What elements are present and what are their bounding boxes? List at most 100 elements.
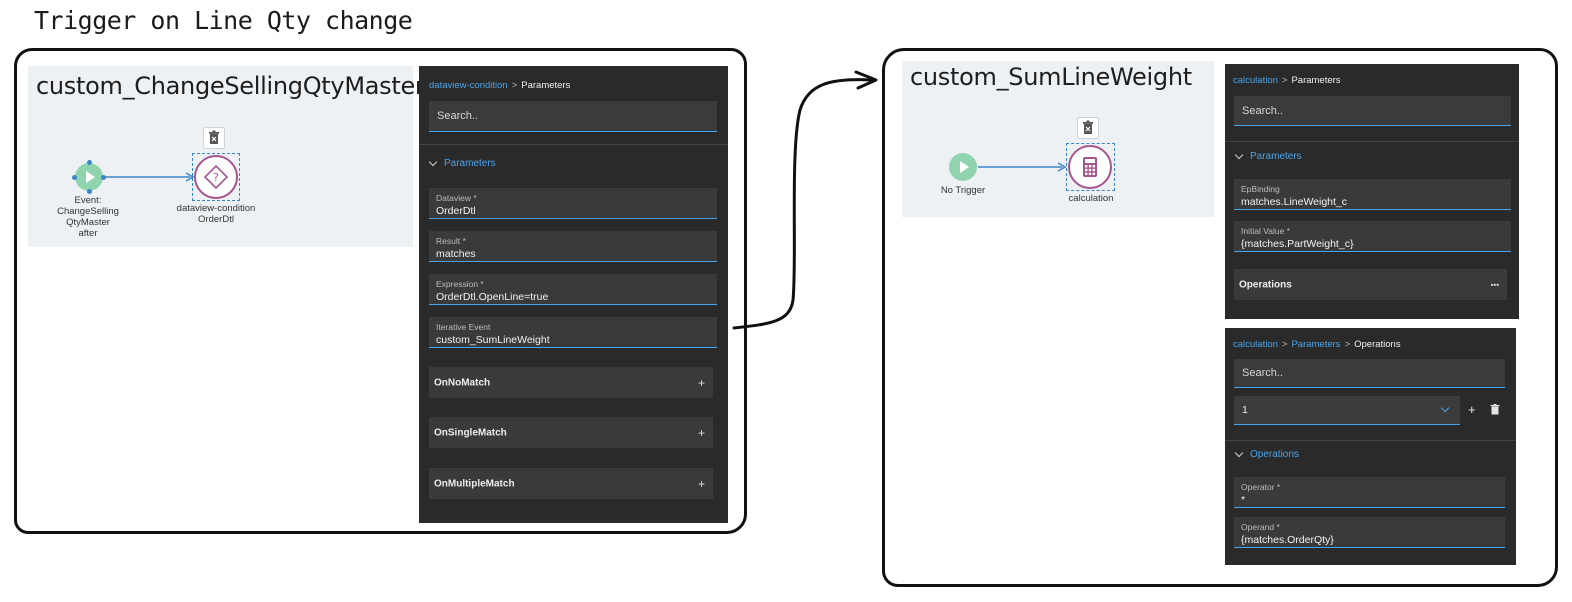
select-value: 1 <box>1242 404 1248 416</box>
trash-icon <box>209 130 219 144</box>
workflow-title: custom_ChangeSellingQtyMaster <box>36 72 425 100</box>
chevron-down-icon <box>428 157 438 166</box>
chevron-down-icon <box>1234 448 1244 457</box>
flow-link <box>104 172 195 182</box>
plus-icon[interactable]: + <box>697 375 705 390</box>
properties-panel-operations: calculation>Parameters>Operations Search… <box>1225 328 1516 565</box>
dataview-condition-node[interactable]: ? <box>194 155 238 199</box>
trigger-node[interactable] <box>949 153 977 181</box>
play-icon <box>86 171 95 183</box>
expression-field[interactable]: Expression * OrderDtl.OpenLine=true <box>429 274 717 305</box>
operand-field[interactable]: Operand * {matches.OrderQty} <box>1234 517 1505 548</box>
section-toggle-parameters[interactable]: Parameters <box>428 157 496 169</box>
breadcrumb-separator: > <box>511 80 518 91</box>
initial-value-field[interactable]: Initial Value * {matches.PartWeight_c} <box>1234 221 1511 252</box>
iterative-event-field[interactable]: Iterative Event custom_SumLineWeight <box>429 317 717 348</box>
calculator-icon <box>1083 157 1097 177</box>
trash-icon <box>1083 120 1093 134</box>
trigger-node[interactable] <box>75 163 103 191</box>
delete-node-button[interactable] <box>203 127 225 149</box>
section-toggle-parameters[interactable]: Parameters <box>1234 150 1302 162</box>
search-placeholder: Search.. <box>1242 104 1283 117</box>
field-value: {matches.PartWeight_c} <box>1241 238 1354 250</box>
expander-label: Operations <box>1239 279 1292 290</box>
section-toggle-operations[interactable]: Operations <box>1234 448 1299 460</box>
breadcrumb-separator: > <box>1281 75 1288 86</box>
search-input[interactable]: Search.. <box>429 101 717 132</box>
field-value: custom_SumLineWeight <box>436 334 550 346</box>
result-field[interactable]: Result * matches <box>429 231 717 262</box>
action-label: dataview-condition OrderDtl <box>176 203 256 225</box>
field-value: matches <box>436 248 476 260</box>
selection-handle[interactable] <box>87 189 92 194</box>
selection-box <box>1066 143 1115 191</box>
action-label: calculation <box>1068 193 1114 204</box>
page-title: Trigger on Line Qty change <box>34 6 413 35</box>
operation-index-select[interactable]: 1 <box>1234 396 1460 425</box>
ep-binding-field[interactable]: EpBinding matches.LineWeight_c <box>1234 179 1511 210</box>
operator-field[interactable]: Operator * * <box>1234 477 1505 508</box>
expander-label: OnNoMatch <box>434 377 491 388</box>
field-value: {matches.OrderQty} <box>1241 534 1334 546</box>
field-label: Dataview * <box>436 193 477 203</box>
selection-handle[interactable] <box>72 175 77 180</box>
plus-icon[interactable]: + <box>697 425 705 440</box>
search-input[interactable]: Search.. <box>1234 359 1505 388</box>
flow-link <box>978 162 1067 172</box>
more-icon[interactable]: ••• <box>1490 280 1499 289</box>
dataview-field[interactable]: Dataview * OrderDtl <box>429 188 717 219</box>
breadcrumb: dataview-condition>Parameters <box>429 80 570 91</box>
expander-label: OnSingleMatch <box>434 427 507 438</box>
breadcrumb: calculation>Parameters>Operations <box>1233 339 1401 350</box>
field-value: OrderDtl <box>436 205 476 217</box>
svg-text:?: ? <box>213 171 219 184</box>
search-placeholder: Search.. <box>1242 367 1283 379</box>
divider <box>1225 440 1516 441</box>
field-label: Expression * <box>436 279 484 289</box>
properties-panel-left: dataview-condition>Parameters Search.. P… <box>419 66 728 523</box>
breadcrumb: calculation>Parameters <box>1233 75 1341 86</box>
breadcrumb-link[interactable]: Parameters <box>1291 339 1341 350</box>
expander-label: OnMultipleMatch <box>434 478 515 489</box>
chevron-down-icon <box>1440 403 1450 413</box>
search-input[interactable]: Search.. <box>1234 96 1511 126</box>
trigger-label: No Trigger <box>940 185 986 196</box>
properties-panel-calculation: calculation>Parameters Search.. Paramete… <box>1225 64 1519 319</box>
search-placeholder: Search.. <box>437 110 478 122</box>
breadcrumb-link[interactable]: dataview-condition <box>429 80 508 91</box>
on-multiple-match-expander[interactable]: OnMultipleMatch + <box>429 468 713 499</box>
on-no-match-expander[interactable]: OnNoMatch + <box>429 367 713 398</box>
divider <box>419 144 728 145</box>
field-value: * <box>1241 494 1246 506</box>
question-diamond-icon: ? <box>203 164 229 190</box>
operations-expander[interactable]: Operations ••• <box>1234 269 1507 300</box>
section-title: Parameters <box>1250 151 1302 162</box>
field-label: EpBinding <box>1241 184 1280 194</box>
divider <box>1225 141 1519 142</box>
workflow-title: custom_SumLineWeight <box>910 63 1192 91</box>
selection-handle[interactable] <box>87 160 92 165</box>
calculation-node[interactable] <box>1068 145 1112 189</box>
breadcrumb-current: Parameters <box>1291 75 1341 86</box>
workflow-canvas-left[interactable]: custom_ChangeSellingQtyMaster Event: Cha… <box>28 66 425 247</box>
field-value: matches.LineWeight_c <box>1241 196 1348 208</box>
right-frame <box>882 48 1558 587</box>
breadcrumb-link[interactable]: calculation <box>1233 339 1278 350</box>
breadcrumb-separator: > <box>1281 339 1288 350</box>
field-label: Result * <box>436 236 466 246</box>
delete-node-button[interactable] <box>1077 117 1099 139</box>
field-label: Iterative Event <box>436 322 491 332</box>
section-title: Operations <box>1250 449 1299 460</box>
field-label: Initial Value * <box>1241 226 1290 236</box>
selection-handle[interactable] <box>101 175 106 180</box>
workflow-canvas-right[interactable]: custom_SumLineWeight No Trigger calculat… <box>902 61 1214 217</box>
play-icon <box>960 161 969 173</box>
breadcrumb-separator: > <box>1344 339 1351 350</box>
section-title: Parameters <box>444 158 496 169</box>
delete-operation-button[interactable] <box>1490 404 1500 415</box>
plus-icon[interactable]: + <box>697 476 705 491</box>
add-operation-button[interactable]: + <box>1468 402 1476 417</box>
breadcrumb-link[interactable]: calculation <box>1233 75 1278 86</box>
on-single-match-expander[interactable]: OnSingleMatch + <box>429 417 713 448</box>
trigger-label: Event: ChangeSelling QtyMaster after <box>57 195 119 239</box>
